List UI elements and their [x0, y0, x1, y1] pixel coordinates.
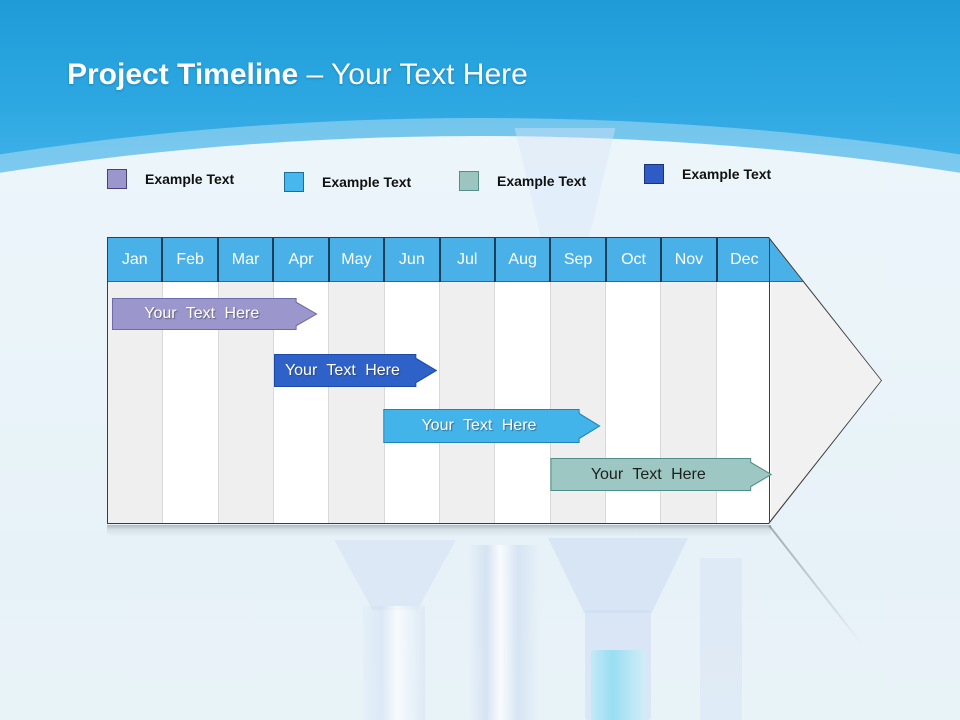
month-header-row: Jan Feb Mar Apr May Jun Jul Aug Sep Oct … [108, 238, 771, 282]
timeline-arrow-table: Jan Feb Mar Apr May Jun Jul Aug Sep Oct … [107, 237, 882, 524]
title-bold-part: Project Timeline [67, 58, 299, 91]
month-cell: Sep [551, 238, 607, 282]
month-cell: Jul [441, 238, 496, 282]
legend-swatch-lightblue [284, 172, 304, 192]
timeline-bar-fill [551, 459, 770, 490]
legend-label: Example Text [682, 166, 772, 182]
month-cell: Jan [108, 238, 164, 282]
timeline-bar-2[interactable]: Your Text Here [274, 354, 438, 387]
legend-label: Example Text [145, 171, 235, 187]
legend-item[interactable]: Example Text [644, 164, 771, 184]
month-cell: May [330, 238, 386, 282]
legend-swatch-darkblue [644, 164, 664, 184]
month-column [439, 282, 496, 523]
timeline-bar-label: Your Text Here [144, 305, 260, 322]
legend-swatch-purple [107, 169, 127, 189]
month-column [384, 282, 440, 523]
timeline-bar-4[interactable]: Your Text Here [550, 458, 772, 491]
month-cell: Aug [496, 238, 552, 282]
title-subtitle-part: – Your Text Here [298, 58, 528, 91]
table-reflection [107, 525, 771, 537]
month-cell: Apr [274, 238, 330, 282]
timeline-bar-fill [275, 355, 436, 386]
legend-item[interactable]: Example Text [284, 172, 411, 192]
legend-label: Example Text [322, 174, 412, 190]
timeline-bar-fill [113, 299, 316, 329]
month-cell: Feb [163, 238, 219, 282]
timeline-bar-label: Your Text Here [421, 417, 537, 434]
month-cell: Nov [662, 238, 718, 282]
legend-item[interactable]: Example Text [107, 169, 234, 189]
month-column [495, 282, 551, 523]
legend-swatch-teal [459, 171, 479, 191]
month-cell: Oct [607, 238, 663, 282]
legend-item[interactable]: Example Text [459, 171, 586, 191]
timeline-bar-fill [384, 410, 598, 442]
month-column [329, 282, 385, 523]
page-title[interactable]: Project Timeline – Your Text Here [67, 58, 528, 92]
month-cell: Dec [730, 251, 759, 268]
timeline-bar-label: Your Text Here [590, 465, 706, 483]
body-right-divider [769, 238, 770, 523]
timeline-arrow-body: Jan Feb Mar Apr May Jun Jul Aug Sep Oct … [108, 238, 881, 523]
timeline-bar-label: Your Text Here [284, 361, 400, 379]
legend-label: Example Text [497, 173, 587, 189]
timeline-bar-3[interactable]: Your Text Here [383, 409, 600, 443]
month-cell: Mar [219, 238, 275, 282]
month-cell: Jun [385, 238, 441, 282]
timeline-bar-1[interactable]: Your Text Here [112, 298, 318, 330]
